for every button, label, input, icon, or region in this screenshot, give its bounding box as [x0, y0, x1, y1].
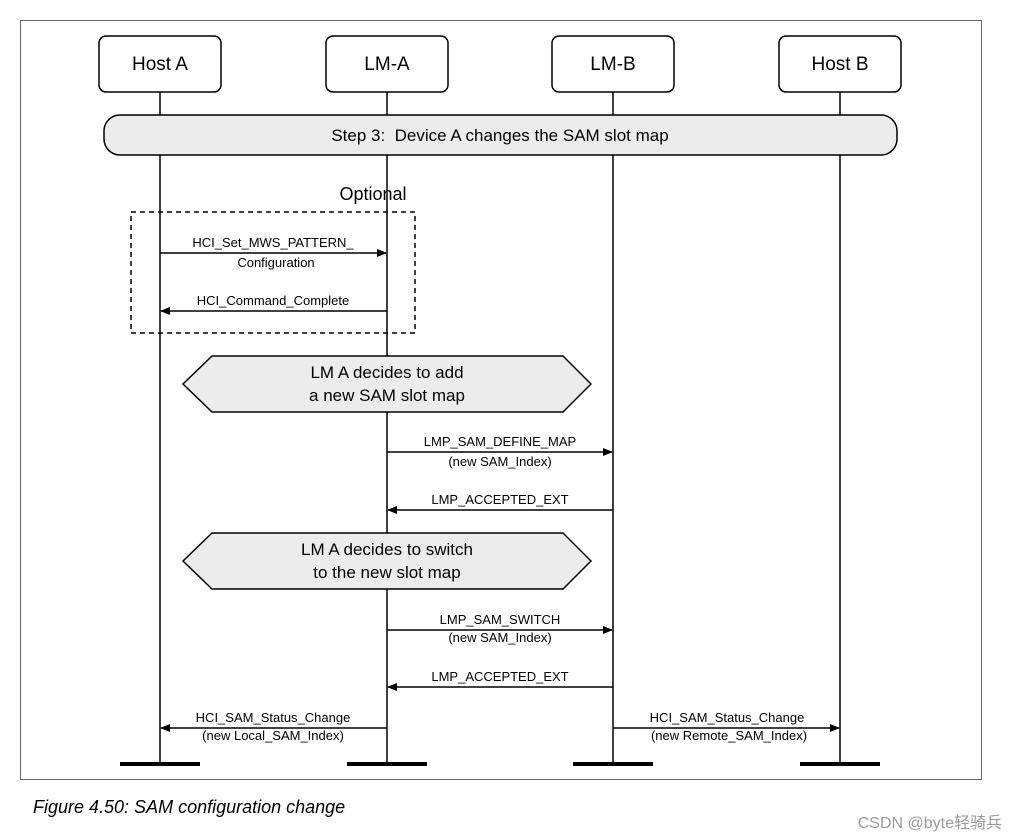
message-label-line-1: LMP_SAM_DEFINE_MAP	[424, 434, 576, 449]
message-label-line-2: (new Local_SAM_Index)	[202, 728, 344, 743]
participant-label: LM-B	[590, 54, 635, 75]
message-lmp-accepted-ext-2: LMP_ACCEPTED_EXT	[387, 669, 613, 691]
message-hci-sam-status-change-remote: HCI_SAM_Status_Change (new Remote_SAM_In…	[613, 710, 840, 743]
optional-frame	[130, 211, 416, 334]
decision-switch-slot-map: LM A decides to switch to the new slot m…	[181, 532, 593, 590]
decision-label-line-1: LM A decides to add	[310, 363, 463, 382]
decision-add-slot-map: LM A decides to add a new SAM slot map	[181, 355, 593, 413]
message-label-line-1: HCI_SAM_Status_Change	[196, 710, 351, 725]
message-label-line-1: LMP_ACCEPTED_EXT	[431, 492, 568, 507]
participant-host-a: Host A	[98, 35, 222, 93]
message-lmp-sam-define-map: LMP_SAM_DEFINE_MAP (new SAM_Index)	[387, 434, 613, 469]
figure-caption: Figure 4.50: SAM configuration change	[33, 797, 346, 817]
optional-label: Optional	[339, 184, 406, 204]
optional-block: Optional	[130, 184, 416, 334]
message-label-line-2: Configuration	[237, 255, 314, 270]
message-hci-set-mws-pattern: HCI_Set_MWS_PATTERN_ Configuration	[160, 235, 387, 270]
lifelines	[159, 92, 841, 763]
message-hci-command-complete: HCI_Command_Complete	[160, 293, 387, 315]
decision-label-line-2: to the new slot map	[313, 563, 460, 582]
participant-lm-b: LM-B	[551, 35, 675, 93]
message-label-line-1: LMP_ACCEPTED_EXT	[431, 669, 568, 684]
participant-lm-a: LM-A	[325, 35, 449, 93]
participant-label: LM-A	[364, 54, 410, 75]
message-label-line-1: HCI_SAM_Status_Change	[650, 710, 805, 725]
decision-label-line-1: LM A decides to switch	[301, 540, 473, 559]
watermark: CSDN @byte轻骑兵	[857, 815, 1002, 832]
participant-label: Host B	[811, 54, 868, 75]
message-hci-sam-status-change-local: HCI_SAM_Status_Change (new Local_SAM_Ind…	[160, 710, 387, 743]
decision-label-line-2: a new SAM slot map	[309, 386, 465, 405]
message-lmp-sam-switch: LMP_SAM_SWITCH (new SAM_Index)	[387, 612, 613, 645]
message-label-line-2: (new SAM_Index)	[448, 630, 551, 645]
participant-label: Host A	[132, 54, 188, 75]
participant-host-b: Host B	[778, 35, 902, 93]
step-banner-label: Step 3: Device A changes the SAM slot ma…	[331, 126, 668, 145]
message-label-line-2: (new SAM_Index)	[448, 454, 551, 469]
message-label-line-1: HCI_Command_Complete	[197, 293, 349, 308]
message-lmp-accepted-ext-1: LMP_ACCEPTED_EXT	[387, 492, 613, 514]
step-banner: Step 3: Device A changes the SAM slot ma…	[103, 114, 898, 156]
message-label-line-1: LMP_SAM_SWITCH	[440, 612, 561, 627]
diagram-frame	[20, 20, 982, 780]
message-label-line-2: (new Remote_SAM_Index)	[651, 728, 807, 743]
message-label-line-1: HCI_Set_MWS_PATTERN_	[192, 235, 354, 250]
